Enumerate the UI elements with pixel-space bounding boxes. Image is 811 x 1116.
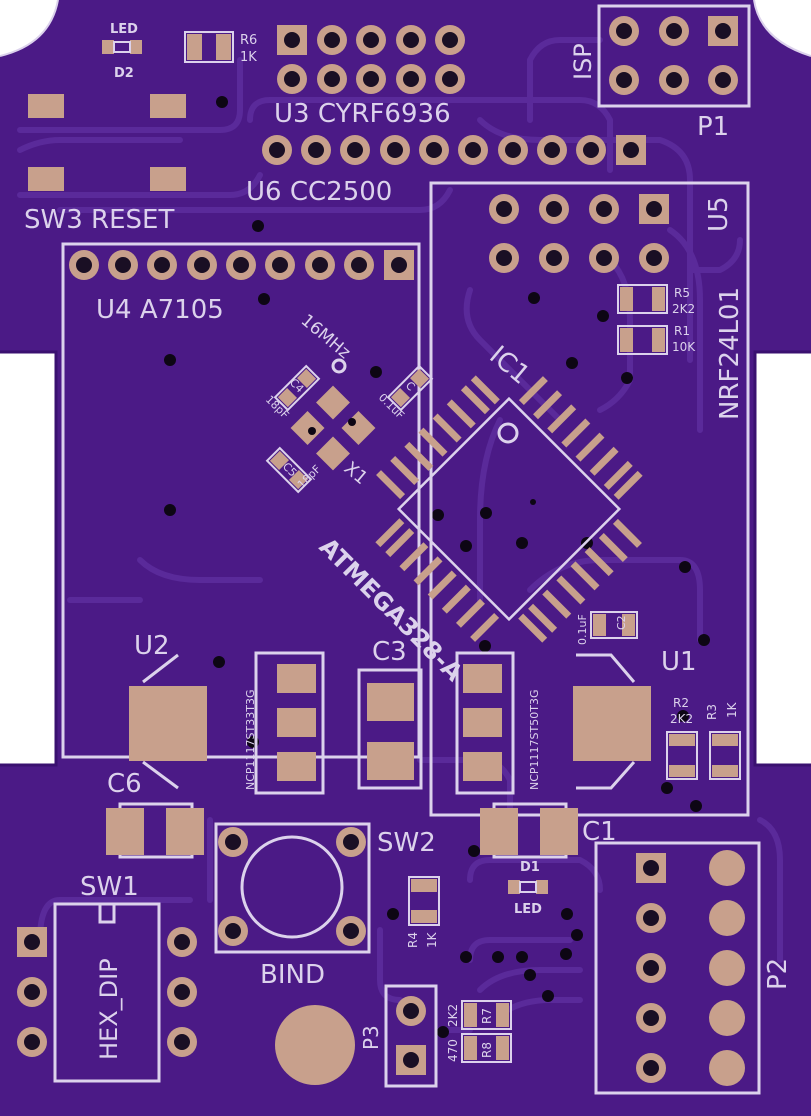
isp-header-p1: ISP P1 [569,4,751,142]
resistor-r5: R5 2K2 [617,284,695,316]
led-d2: LED D2 [102,22,142,81]
mounting-pad [275,1005,355,1085]
u4-a7105: U4 A7105 [61,242,421,759]
r3-value: 1K [725,701,739,718]
capacitor-c2: C2 0.1uF [576,611,638,645]
p1-label: P1 [697,112,729,142]
capacitor-c1: C1 [480,802,617,859]
reset-switch-sw3: SW3 RESET [24,94,186,235]
r1-label: R1 [674,324,690,338]
c6-label: C6 [107,769,142,799]
resistor-r1: R1 10K [617,324,696,355]
vias [164,96,710,1038]
header-p2: P2 [594,841,793,1095]
nrf-label: NRF24L01 [715,287,745,420]
hex-dip-label: HEX_DIP [95,958,123,1060]
r8-value: 470 [446,1039,460,1062]
c3-label: C3 [372,637,407,667]
resistor-r8: R8 470 [446,1033,512,1063]
led-top-label: LED [110,22,138,37]
r7-label: R7 [480,1008,494,1024]
resistor-r3: R3 1K [705,701,741,780]
r4-label: R4 [406,932,420,948]
p3-label: P3 [359,1025,383,1050]
p2-label: P2 [763,958,793,990]
r6-label: R6 [240,33,257,48]
u3-header: U3 CYRF6936 [274,25,465,129]
r1-value: 10K [672,340,696,354]
reg-right-label: NCP1117ST50T3G [528,690,541,790]
isp-label: ISP [569,43,597,80]
c2-value: 0.1uF [576,614,589,645]
r6-value: 1K [240,50,257,65]
resistor-r6: R6 1K [184,31,257,65]
resistor-r7: R7 2K2 [446,1000,512,1030]
u4-label: U4 A7105 [96,295,224,325]
r5-label: R5 [674,286,690,300]
r2-label: R2 [673,696,689,710]
resistor-r2: R2 2K2 [666,696,698,780]
regulator-u2: U2 NCP1117ST33T3G [129,631,325,795]
r3-label: R3 [705,704,719,720]
c2-label: C2 [615,615,628,630]
u2-label: U2 [134,631,170,661]
u5-nrf24l01: U5 NRF24L01 [429,181,750,817]
hex-dip-switch-sw1[interactable]: SW1 HEX_DIP [17,872,197,1083]
capacitor-c6: C6 [106,769,204,859]
header-p3: P3 [359,984,438,1088]
led-d1: D1 LED [508,860,548,917]
d2-label: D2 [114,66,134,81]
capacitor-c3: C3 [357,637,423,790]
r4-value: 1K [425,931,439,948]
u3-label: U3 CYRF6936 [274,99,451,129]
u1-label: U1 [661,647,697,677]
sw3-label: SW3 RESET [24,205,174,235]
led-bottom-label: LED [514,902,542,917]
u6-header: U6 CC2500 [246,135,646,207]
r8-label: R8 [480,1042,494,1058]
resistor-r4: R4 1K [406,876,440,948]
r2-value: 2K2 [670,712,693,726]
regulator-u1: NCP1117ST50T3G U1 [455,647,697,795]
d1-label: D1 [520,860,540,875]
u6-label: U6 CC2500 [246,177,392,207]
r7-value: 2K2 [446,1004,460,1027]
u5-label: U5 [704,196,734,232]
reg-left-label: NCP1117ST33T3G [244,690,257,790]
sw1-label: SW1 [80,872,139,902]
bind-label: BIND [260,960,325,990]
bind-button-sw2[interactable]: SW2 BIND [214,822,436,990]
r5-value: 2K2 [672,302,695,316]
sw2-label: SW2 [377,828,436,858]
